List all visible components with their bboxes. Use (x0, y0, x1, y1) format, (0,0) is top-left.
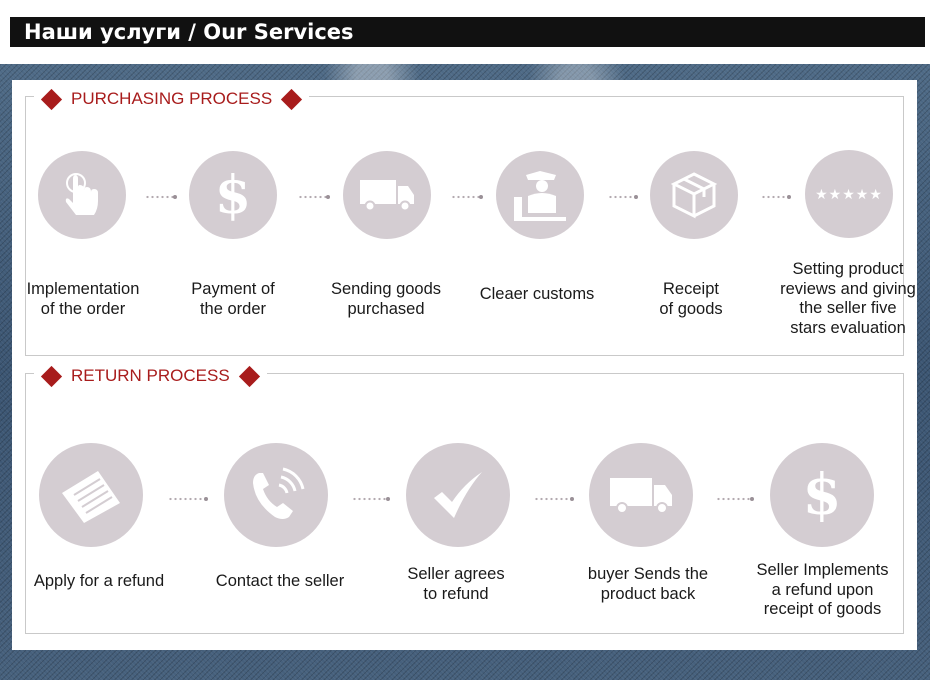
diamond-icon (40, 88, 63, 110)
dollar-icon: $ (189, 151, 277, 239)
dotted-connector (145, 195, 177, 199)
dotted-connector (761, 195, 791, 199)
truck-icon (343, 151, 431, 239)
header-bar: Наши услуги / Our Services (10, 17, 925, 47)
customs-officer-icon (496, 151, 584, 239)
five-stars-icon: ★★★★★ (805, 150, 893, 238)
purchasing-step-customs: Cleaer customs (462, 147, 612, 347)
diamond-icon (40, 365, 63, 387)
return-process-header: RETURN PROCESS (34, 362, 267, 390)
dotted-connector (716, 497, 754, 501)
dotted-connector (608, 195, 638, 199)
dotted-connector (298, 195, 330, 199)
page-title: Наши услуги / Our Services (24, 20, 354, 44)
purchasing-process-header: PURCHASING PROCESS (34, 85, 310, 113)
box-icon (650, 151, 738, 239)
truck-icon (589, 443, 693, 547)
dotted-connector (352, 497, 390, 501)
step-label: Cleaer customs (479, 285, 595, 303)
step-label: Contact the seller (215, 572, 345, 590)
dollar-icon: $ (770, 443, 874, 547)
purchasing-process-title: PURCHASING PROCESS (71, 89, 273, 108)
diamond-icon (281, 88, 303, 110)
return-step-apply: Apply for a refund (24, 434, 174, 634)
return-step-contact: Contact the seller (205, 434, 355, 634)
checkmark-icon (406, 443, 510, 547)
dotted-connector (534, 497, 574, 501)
return-process-title: RETURN PROCESS (71, 366, 230, 385)
dotted-connector (451, 195, 483, 199)
return-process-section: RETURN PROCESS Apply for a refund (24, 362, 904, 634)
hand-pointer-icon (38, 151, 126, 239)
step-label: Apply for a refund (33, 572, 165, 590)
document-icon (39, 443, 143, 547)
dotted-connector (168, 497, 208, 501)
phone-icon (224, 443, 328, 547)
diamond-icon (238, 365, 260, 387)
